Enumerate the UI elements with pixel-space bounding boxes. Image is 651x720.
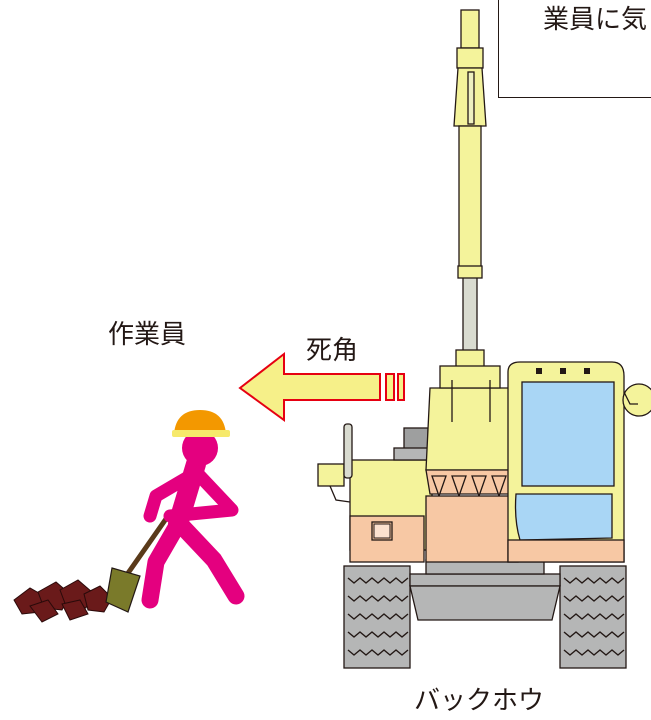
warning-callout-box: 業員に気 — [498, 0, 651, 98]
worker-label: 作業員 — [108, 320, 187, 350]
callout-text: 業員に気 — [543, 5, 648, 35]
shovel-icon — [105, 513, 171, 613]
backhoe-cab — [507, 361, 651, 563]
backhoe-bucket — [425, 365, 523, 563]
blind-spot-arrow-icon — [238, 351, 405, 422]
undercarriage — [409, 559, 561, 621]
helmet-icon — [172, 410, 230, 437]
backhoe-body — [317, 423, 433, 563]
backhoe-arm — [453, 9, 487, 391]
left-track — [343, 565, 411, 669]
right-track — [559, 565, 627, 669]
worker-figure-icon — [13, 410, 245, 623]
backhoe-label: バックホウ — [414, 686, 545, 716]
blind-spot-label: 死角 — [306, 336, 359, 366]
rubble-pile — [13, 579, 113, 623]
backhoe-icon — [317, 9, 651, 669]
